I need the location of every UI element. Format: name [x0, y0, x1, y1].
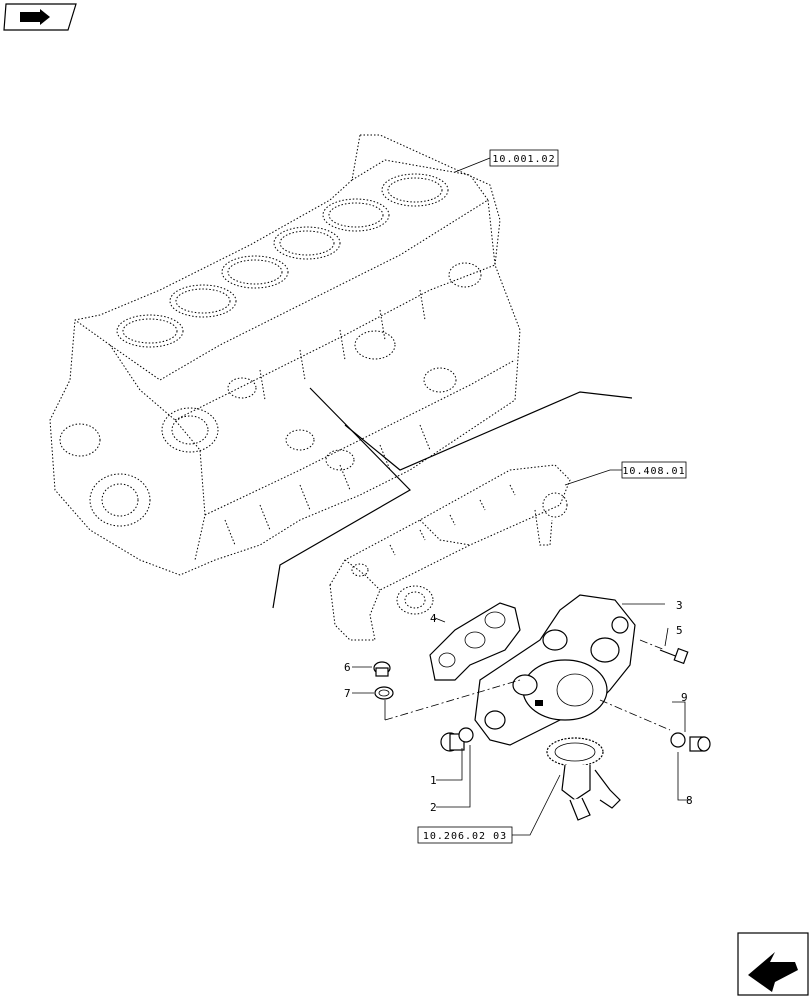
engine-block-drawing [49, 134, 521, 576]
ref-box-oil-pump[interactable]: 10.206.02 03 [417, 826, 513, 844]
plug-part-6 [373, 661, 391, 677]
washer-part-9 [670, 732, 686, 748]
callout-7: 7 [344, 687, 351, 700]
oil-cooler-drawing [329, 464, 571, 641]
screw-part-5 [659, 647, 689, 665]
book-arrow-icon[interactable] [3, 3, 77, 31]
callout-3: 3 [676, 599, 683, 612]
callout-6: 6 [344, 661, 351, 674]
plug-part-8 [689, 736, 711, 752]
gasket-part [429, 602, 521, 681]
callout-9: 9 [681, 691, 688, 704]
washer-part-2 [458, 727, 474, 743]
oil-pump-drawing [546, 737, 621, 821]
next-page-arrow-icon[interactable] [737, 932, 809, 996]
callout-1: 1 [430, 774, 437, 787]
washer-part-7 [374, 686, 394, 700]
callout-5: 5 [676, 624, 683, 637]
housing-part [474, 594, 636, 746]
callout-4: 4 [430, 612, 437, 625]
ref-oil-pump-text: 10.206.02 03 [423, 831, 507, 842]
callout-8: 8 [686, 794, 693, 807]
callout-2: 2 [430, 801, 437, 814]
ref-engine-block-text: 10.001.02 [492, 154, 555, 165]
ref-box-oil-cooler[interactable]: 10.408.01 [621, 461, 687, 479]
ref-box-engine-block[interactable]: 10.001.02 [489, 149, 559, 167]
ref-oil-cooler-text: 10.408.01 [622, 466, 685, 477]
